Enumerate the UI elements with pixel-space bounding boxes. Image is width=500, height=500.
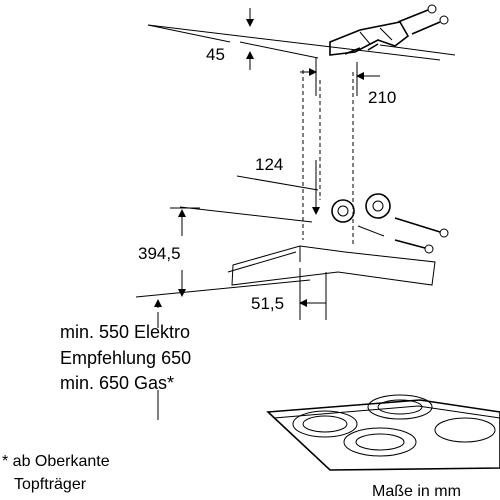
dimension-394-5: 394,5 [138,207,200,297]
ceiling-plane [147,24,456,61]
dimension-51-5-label: 51,5 [251,294,284,313]
hood-bottom-line [135,279,311,298]
footnote-line-2: Topfträger [14,476,87,493]
hood-body [179,206,436,286]
dimension-124-label: 124 [255,155,283,174]
dimension-124: 124 [236,155,320,215]
wall-bracket [329,21,410,56]
dimension-210-label: 210 [368,88,396,107]
dimension-394-5-label: 394,5 [138,244,181,263]
chimney-outline [302,70,354,245]
wall-plugs [331,193,449,254]
units-label: Maße in mm [372,483,461,500]
dimension-45-label: 45 [206,45,225,64]
dimension-210: 210 [300,58,396,107]
footnote-line-1: * ab Oberkante [2,453,110,470]
dimension-51-5: 51,5 [251,268,327,320]
height-note-recommended: Empfehlung 650 [60,348,191,368]
height-note-electric: min. 550 Elektro [60,322,190,342]
dimension-45: 45 [206,8,319,70]
ceiling-screws [344,4,449,55]
height-note-gas: min. 650 Gas* [60,373,174,393]
cooktop [266,394,500,471]
